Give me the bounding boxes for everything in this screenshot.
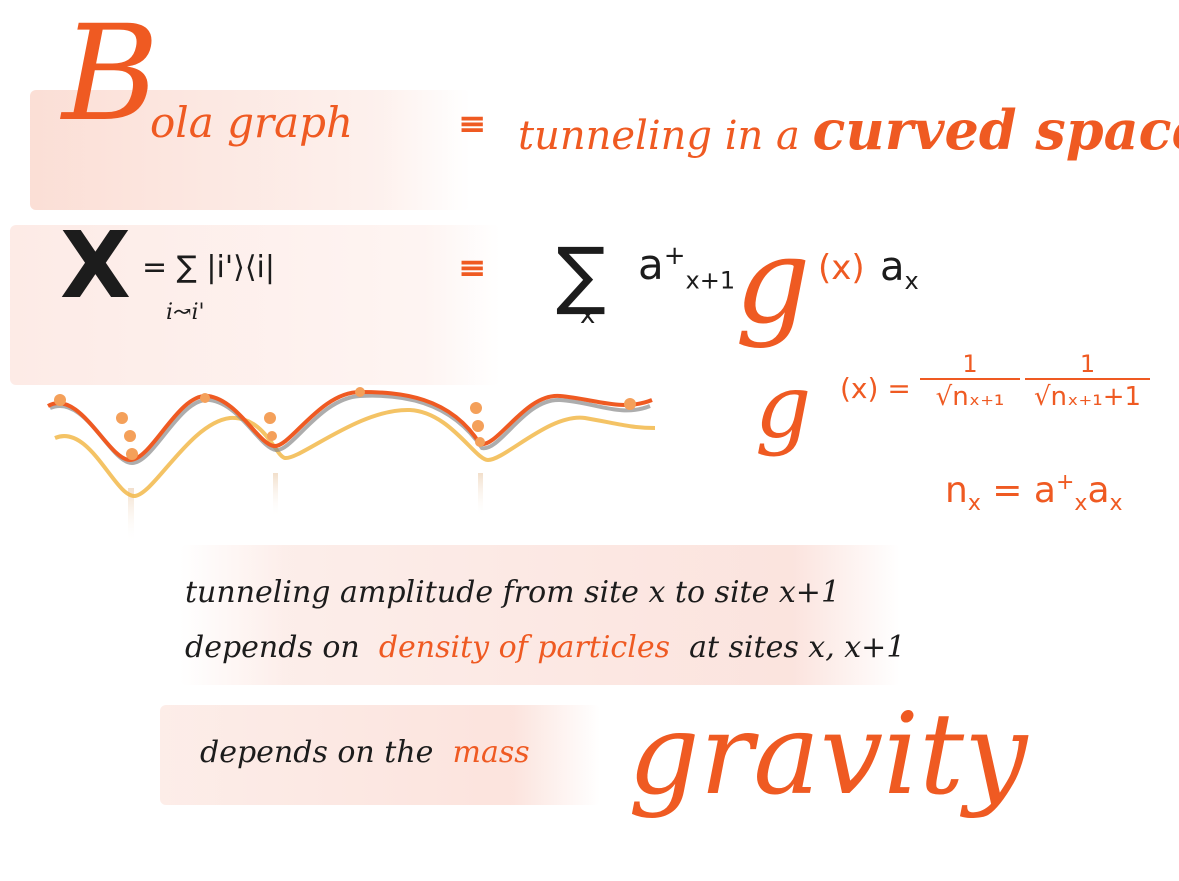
grey-wave-curve [50,396,650,463]
fraction-first-denominator: √nₓ₊₁ [920,378,1020,412]
explanation-line-mass: depends on the mass [200,735,530,770]
nx-annihilation-a: a [1087,470,1109,511]
creation-operator: a+x+1 [638,240,735,294]
tunneling-phrase: tunneling in a curved space [518,98,1179,162]
well-reflections [128,473,483,543]
annihilation-subscript: x [905,267,919,295]
title-initial: B [62,8,159,140]
explanation-line-tunneling: tunneling amplitude from site x to site … [185,575,840,610]
fraction-first-numerator: 1 [920,350,1020,378]
g-definition-argument: (x) = [840,372,911,405]
dagger-mark: + [664,241,686,271]
nx-creation-a: a [1034,470,1056,511]
nx-symbol: n [945,470,968,511]
fraction-second-numerator: 1 [1025,350,1150,378]
explanation-line-density: depends on density of particles at sites… [185,630,905,665]
fraction-second: 1 √nₓ₊₁+1 [1025,350,1150,412]
annihilation-operator: ax [880,244,919,295]
title-text: ola graph [150,98,353,147]
density-highlight: density of particles [379,630,670,665]
g-function-argument: (x) [818,248,865,288]
creation-a: a [638,240,664,289]
potential-wave-illustration [30,378,670,548]
mass-highlight: mass [453,735,530,770]
g-definition-symbol: g [755,355,811,458]
equivalence-symbol-equation: ≡ [458,248,487,288]
nx-dagger: + [1056,470,1074,495]
fraction-first: 1 √nₓ₊₁ [920,350,1020,412]
g-function-symbol: g [735,212,811,350]
annihilation-a: a [880,244,905,290]
operator-x-symbol: X [60,212,131,319]
density-suffix: at sites x, x+1 [689,630,905,665]
sum-subscript: x [580,300,595,330]
mass-prefix: depends on the [200,735,433,770]
curved-space-text: curved space [813,98,1179,162]
lhs-expression: = ∑ |i'⟩⟨i| [142,250,275,285]
nx-creation-sub: x [1074,491,1087,516]
lhs-sum-subscript: i↝i' [166,300,205,325]
nx-annihilation-sub: x [1110,491,1123,516]
tunneling-prefix: tunneling in a [518,113,800,159]
nx-subscript: x [968,491,981,516]
equivalence-symbol-title: ≡ [458,104,487,144]
number-operator-definition: nx = a+xax [945,470,1123,516]
gravity-word: gravity [628,690,1027,820]
density-prefix: depends on [185,630,360,665]
fraction-second-denominator: √nₓ₊₁+1 [1025,378,1150,412]
nx-equals: = [981,470,1034,511]
creation-subscript: x+1 [686,266,736,294]
